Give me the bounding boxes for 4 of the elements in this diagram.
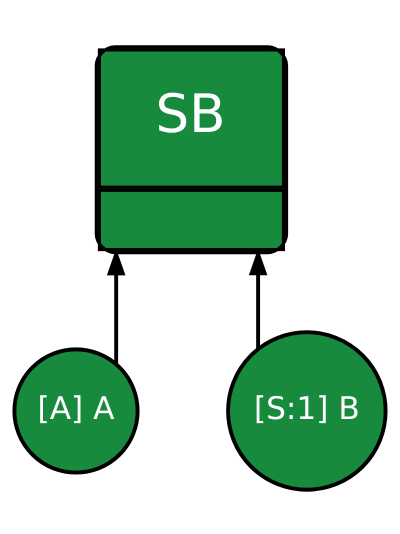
arrow [106, 248, 126, 364]
node-circle: [A] A [12, 346, 140, 474]
node-circle: [S:1] B [226, 330, 388, 492]
arrow [248, 248, 268, 349]
